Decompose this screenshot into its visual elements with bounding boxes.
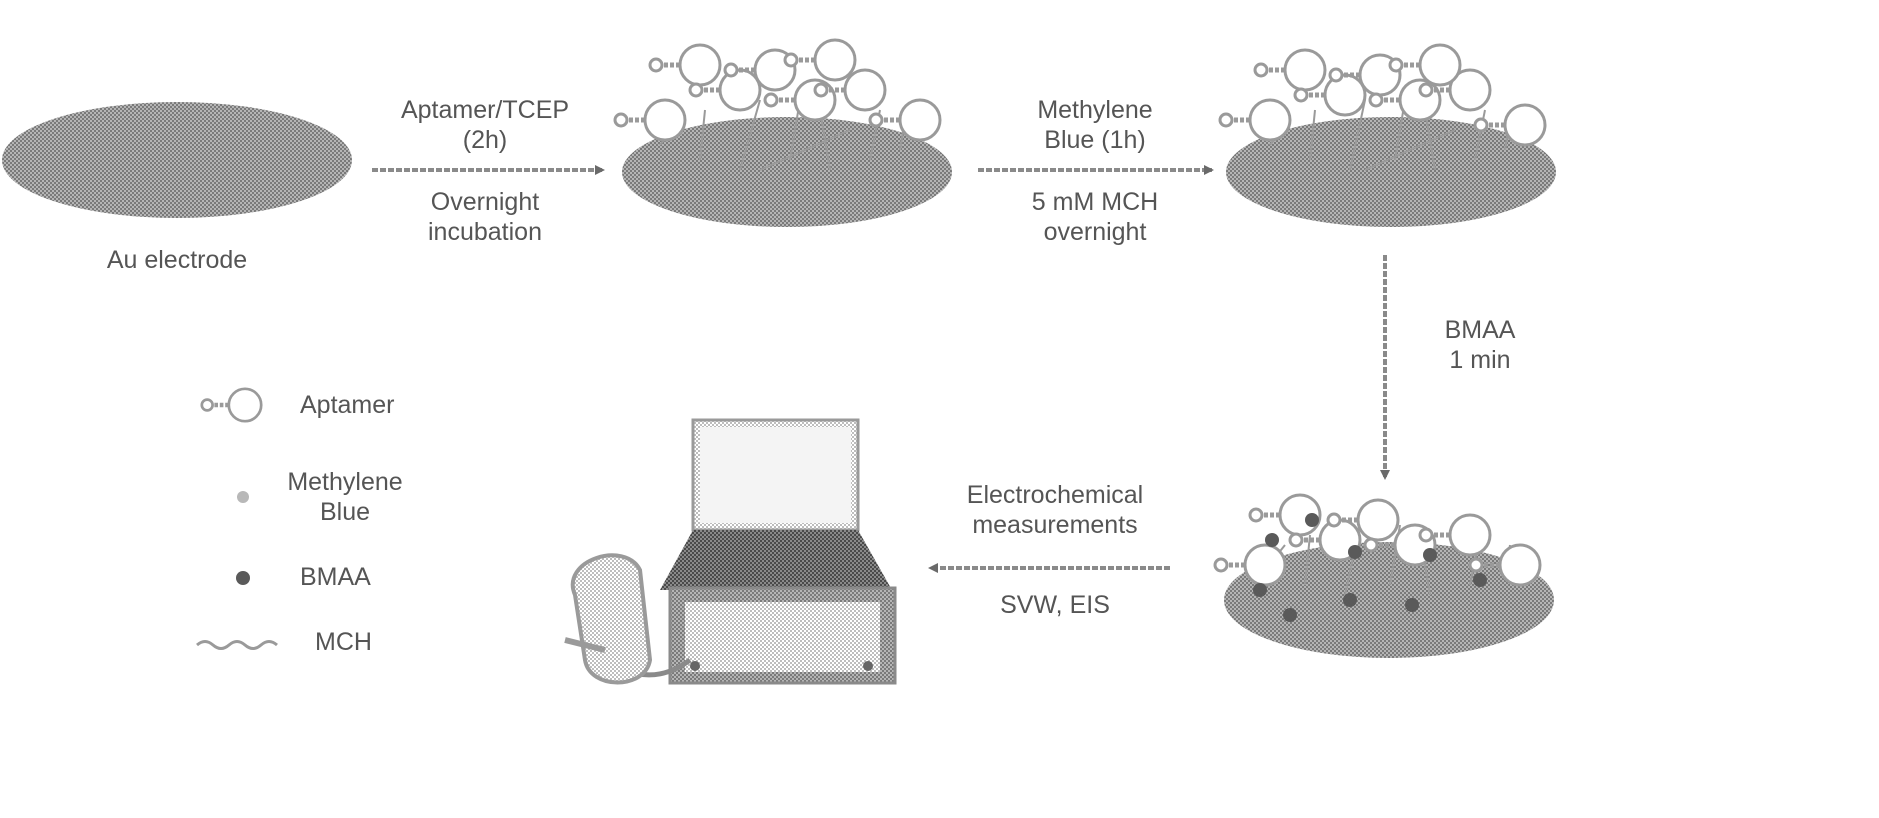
legend-methylene-blue-label: Methylene Blue bbox=[270, 467, 420, 527]
legend-bmaa-icon bbox=[236, 571, 250, 585]
step1-top-label: Aptamer/TCEP (2h) bbox=[380, 95, 590, 155]
legend-methylene-blue-icon bbox=[237, 491, 249, 503]
step1-bottom-label: Overnight incubation bbox=[380, 187, 590, 247]
legend-aptamer-icon bbox=[202, 389, 261, 421]
potentiostat-laptop bbox=[565, 420, 895, 683]
electrode-with-bmaa bbox=[1215, 495, 1554, 658]
electrode-with-mb-mch bbox=[1220, 45, 1556, 227]
step2-top-label: Methylene Blue (1h) bbox=[990, 95, 1200, 155]
au-electrode bbox=[2, 102, 352, 218]
electrode-with-aptamers bbox=[615, 40, 952, 227]
step4-top-label: Electrochemical measurements bbox=[935, 480, 1175, 540]
step2-bottom-label: 5 mM MCH overnight bbox=[990, 187, 1200, 247]
legend-mch-label: MCH bbox=[315, 627, 475, 657]
legend-bmaa-label: BMAA bbox=[300, 562, 460, 592]
legend-aptamer-label: Aptamer bbox=[300, 390, 460, 420]
au-electrode-label: Au electrode bbox=[82, 245, 272, 275]
step3-label: BMAA 1 min bbox=[1425, 315, 1535, 375]
step4-bottom-label: SVW, EIS bbox=[935, 590, 1175, 620]
legend-mch-icon bbox=[197, 642, 277, 649]
